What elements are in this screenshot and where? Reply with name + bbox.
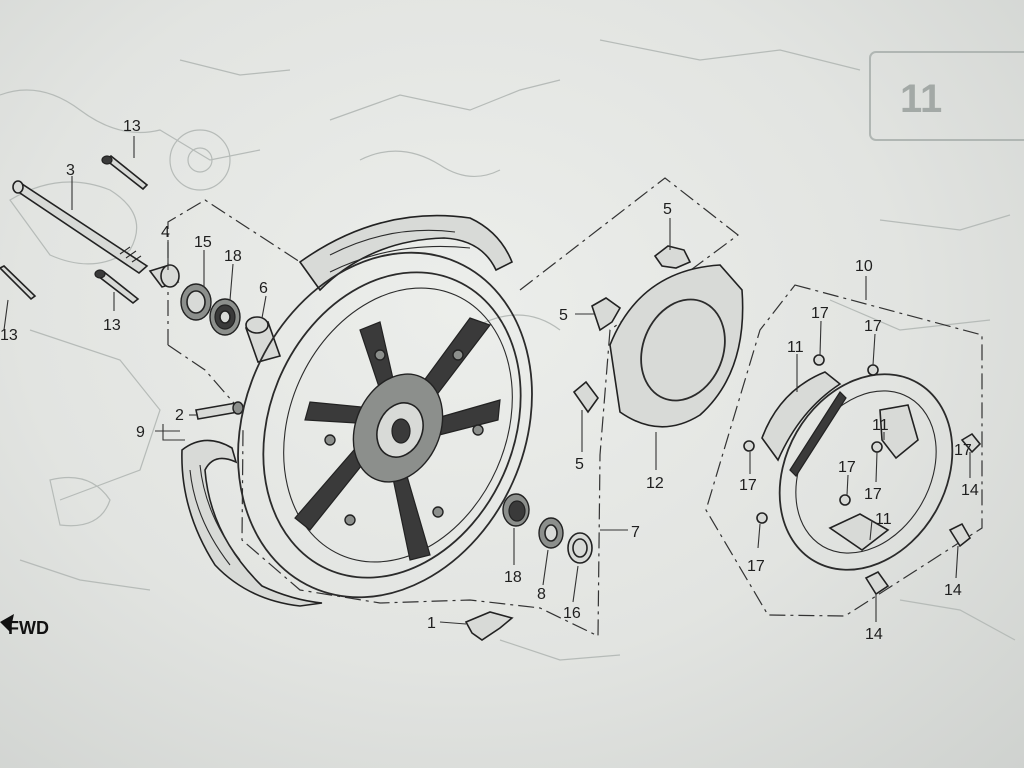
nuts [864,432,982,596]
callout-13-top: 13 [123,118,141,135]
collar-part [148,264,180,288]
bearing-part-right [502,493,530,527]
leader-lines [3,136,971,625]
clip-part-bottom [464,611,514,641]
callout-1: 1 [427,615,436,632]
screws [743,354,883,524]
callout-5-middle: 5 [559,307,568,324]
callout-18-left: 18 [224,248,242,265]
brake-panel-part [778,373,954,571]
callout-9: 9 [136,424,145,441]
callout-17-g: 17 [954,442,972,459]
callout-8: 8 [537,586,546,603]
callout-14-a: 14 [961,482,979,499]
callout-15: 15 [194,234,212,251]
brake-shoe-part-right [879,404,919,460]
valve-part [195,401,244,420]
bolt-part-upper [101,154,149,191]
forward-direction-marker: FWD [0,614,49,638]
callout-3: 3 [66,162,75,179]
ring-part [567,532,593,564]
bearing-part-left [209,298,241,336]
tyre-top-section [298,214,514,292]
brake-disc-parts [572,245,744,428]
callout-5-lower: 5 [575,456,584,473]
callout-17-e: 17 [864,486,882,503]
callout-17-f: 17 [747,558,765,575]
callout-4: 4 [161,224,170,241]
wheel-rim-outer [237,251,533,599]
callout-11-c: 11 [875,511,892,528]
callout-11-a: 11 [787,339,804,356]
callout-14-b: 14 [944,582,962,599]
seal-part-right [538,517,564,549]
callout-10: 10 [855,258,873,275]
hub-right-parts [464,493,593,641]
callout-14-c: 14 [865,626,883,643]
tyre-and-valve [181,401,323,607]
axle-part [12,180,149,275]
seal-part [180,283,212,321]
callout-17-a: 17 [811,305,829,322]
callout-12: 12 [646,475,664,492]
bolt-part-middle [94,269,140,305]
show-through-box [869,51,1024,141]
show-through-number: 11 [900,77,942,121]
axle-and-bolts [0,154,149,305]
brake-disc-part [609,264,744,428]
hub-bolts [324,349,484,526]
callout-17-d: 17 [838,459,856,476]
clip-part-top [653,245,692,269]
callout-11-b: 11 [872,417,889,434]
clip-part-lower [572,380,599,414]
forward-arrow-icon [0,614,14,632]
brake-panel-parts [743,354,982,596]
callout-2: 2 [175,407,184,424]
wheel-rim-inner [262,271,522,579]
clip-part-middle [591,297,622,332]
callout-6: 6 [259,280,268,297]
callout-13-left: 13 [0,327,18,344]
callout-7: 7 [631,524,640,541]
callout-17-b: 17 [864,318,882,335]
callout-17-c: 17 [739,477,757,494]
wheel-assembly [237,214,533,599]
callout-5-top: 5 [663,201,672,218]
brake-panel-frame [705,284,983,617]
bolt-part-left [0,265,37,301]
callout-18-right: 18 [504,569,522,586]
callout-13-middle: 13 [103,317,121,334]
hub-left-parts [148,264,282,363]
brake-shoe-part-left [761,371,847,477]
spacer-part [244,316,282,363]
forward-label: FWD [8,618,49,638]
callout-16: 16 [563,605,581,622]
brake-shoe-part-bottom [828,513,890,551]
tyre-section-part [181,439,323,607]
callout-numbers: 13 3 4 15 18 6 13 13 9 2 5 5 5 12 7 18 8… [0,118,979,643]
